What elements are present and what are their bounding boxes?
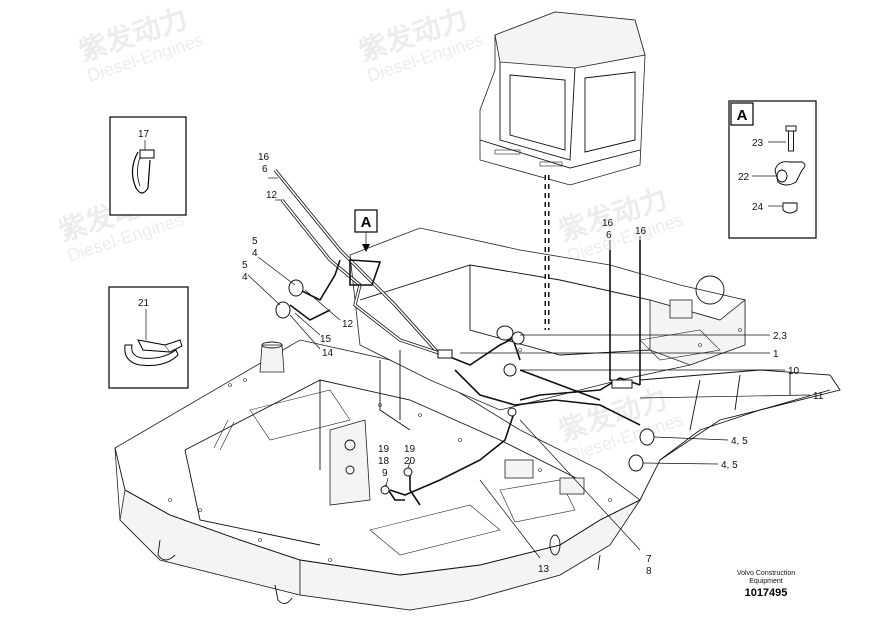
footer: Volvo Construction Equipment 1017495 [737,570,795,599]
view-marker-a: A [354,209,378,252]
callout-19-left: 19 [378,444,390,455]
wiring-harness [213,168,655,506]
callout-6-top-left: 6 [262,164,268,175]
callout-5-upper: 5 [252,236,258,247]
detail-box-a-letter: A [737,107,748,124]
detail-box-17-label: 17 [138,129,150,140]
callout-20: 20 [404,456,416,467]
footer-brand-line2: Equipment [749,578,783,585]
machine-frame [114,227,841,611]
callout-6-center: 6 [606,230,612,241]
callout-4-upper: 4 [252,248,258,259]
detail-box-a: A 23 22 24 [728,100,817,239]
detail-box-21: 21 [108,286,189,389]
part-24-label: 24 [752,202,764,213]
callout-5-lower: 5 [242,260,248,271]
callout-18: 18 [378,456,390,467]
callout-12-upper: 12 [266,190,278,201]
callout-10: 10 [788,366,800,377]
callout-1: 1 [773,349,779,360]
callout-14: 14 [322,348,334,359]
callout-15: 15 [320,334,332,345]
callout-7: 7 [646,554,652,565]
footer-brand-line1: Volvo Construction [737,570,795,577]
callout-9: 9 [382,468,388,479]
callout-12-lower: 12 [342,319,354,330]
part-22-label: 22 [738,172,750,183]
cab [479,11,646,186]
part-number: 1017495 [745,587,788,599]
callout-2-3: 2,3 [773,331,787,342]
callout-8: 8 [646,566,652,577]
callout-16-right: 16 [635,226,647,237]
callout-4-5-upper: 4, 5 [731,436,748,447]
callout-16-center: 16 [602,218,614,229]
callout-13: 13 [538,564,550,575]
part-23-label: 23 [752,138,764,149]
view-marker-letter: A [361,214,372,231]
callout-16-top-left: 16 [258,152,270,163]
callout-19-right: 19 [404,444,416,455]
detail-box-21-label: 21 [138,298,150,309]
callout-labels: 16 6 12 5 4 5 4 12 15 14 16 6 16 2,3 1 1… [242,152,824,577]
callout-11: 11 [813,391,824,402]
callout-4-5-lower: 4, 5 [721,460,738,471]
detail-box-17: 17 [109,116,187,216]
callout-4-lower: 4 [242,272,248,283]
leader-lines [247,177,811,559]
